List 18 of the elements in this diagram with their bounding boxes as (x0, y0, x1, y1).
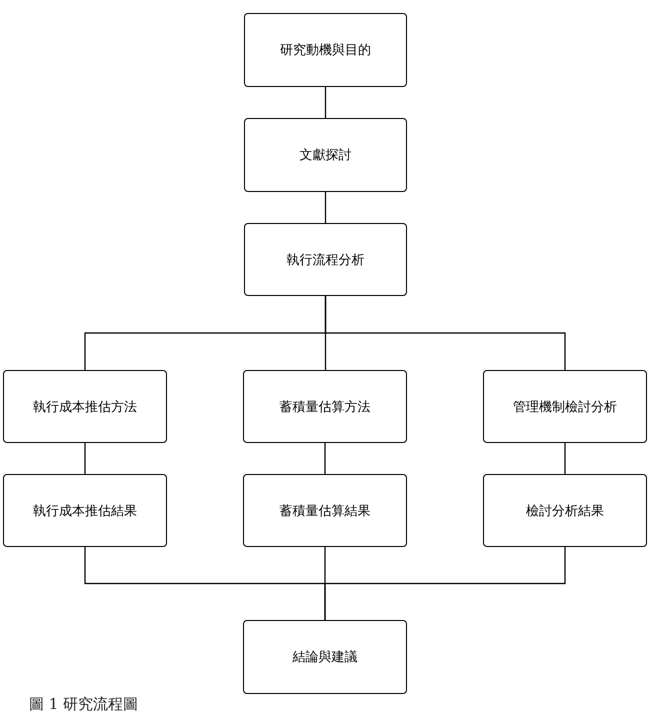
process-box: 管理機制檢討分析 (483, 370, 647, 443)
connector-line (324, 443, 326, 474)
process-box: 蓄積量估算結果 (243, 474, 407, 547)
process-box: 蓄積量估算方法 (243, 370, 407, 443)
figure-caption: 圖 1 研究流程圖 (29, 695, 138, 714)
connector-line (564, 443, 566, 474)
connector-line (324, 547, 566, 620)
process-box: 文獻探討 (244, 118, 407, 192)
connector-line (84, 443, 86, 474)
process-box: 檢討分析結果 (483, 474, 647, 547)
connector-line (324, 296, 566, 370)
process-box: 研究動機與目的 (244, 13, 407, 87)
connector-line (324, 87, 326, 118)
process-box: 執行成本推估結果 (3, 474, 167, 547)
connector-line (324, 192, 326, 223)
process-box: 執行流程分析 (244, 223, 407, 296)
process-box: 結論與建議 (243, 620, 407, 694)
process-box: 執行成本推估方法 (3, 370, 167, 443)
